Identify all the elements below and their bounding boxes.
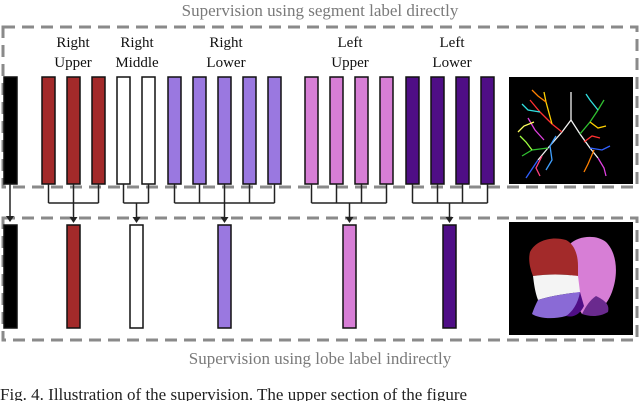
- group-labels: Right Upper Right Middle Right Lower Lef…: [54, 35, 471, 71]
- right-middle-segment-bar-2: [141, 76, 156, 185]
- top-title: Supervision using segment label directly: [182, 1, 459, 20]
- figure-caption: Fig. 4. Illustration of the supervision.…: [0, 385, 467, 401]
- right-upper-segment-bar-2: [66, 76, 81, 185]
- lobe-supervision-box: [1, 216, 639, 342]
- segment-bars: [41, 76, 495, 185]
- right-lower-segment-bar-3: [217, 76, 232, 185]
- background-bar-bottom: [3, 224, 18, 329]
- left-upper-segment-bar-3: [354, 76, 369, 185]
- left-lower-segment-bar-1: [405, 76, 420, 185]
- lung-lobes-image: [509, 222, 633, 335]
- right-upper-segment-bar-3: [91, 76, 106, 185]
- label-left-lower-line2: Lower: [432, 55, 471, 71]
- left-upper-connector-arrowhead: [345, 217, 354, 223]
- label-right-upper-line2: Upper: [54, 55, 92, 71]
- right-upper-lobe-bar: [66, 224, 81, 329]
- lung-lobes: [529, 236, 616, 319]
- right-middle-connector-arrowhead: [132, 217, 141, 223]
- label-right-lower-line2: Lower: [206, 55, 245, 71]
- label-left-upper-line2: Upper: [331, 55, 369, 71]
- bottom-title: Supervision using lobe label indirectly: [189, 349, 452, 368]
- left-upper-segment-bar-1: [304, 76, 319, 185]
- right-middle-segment-bar-1: [116, 76, 131, 185]
- left-lower-connector-arrowhead: [445, 217, 454, 223]
- left-lower-segment-bar-4: [480, 76, 495, 185]
- right-lower-segment-bar-1: [167, 76, 182, 185]
- left-upper-lobe-bar: [342, 224, 357, 329]
- right-lower-segment-bar-2: [192, 76, 207, 185]
- label-right-middle-line2: Middle: [115, 55, 159, 71]
- right-upper-connector-arrowhead: [69, 217, 78, 223]
- left-lower-segment-bar-2: [430, 76, 445, 185]
- label-left-upper-line1: Left: [338, 35, 364, 51]
- segment-supervision-box: [1, 25, 639, 189]
- airway-tree: [517, 89, 611, 179]
- background-arrowhead: [6, 216, 14, 222]
- right-lower-lobe-bar: [217, 224, 232, 329]
- lobe-bars: [66, 224, 457, 329]
- airway-segments-image: [509, 77, 633, 184]
- right-middle-lobe-bar: [129, 224, 144, 329]
- label-left-lower-line1: Left: [440, 35, 466, 51]
- label-right-middle-line1: Right: [120, 35, 154, 51]
- right-lower-segment-bar-4: [242, 76, 257, 185]
- right-upper-segment-bar-1: [41, 76, 56, 185]
- group-connectors: [47, 184, 489, 223]
- label-right-upper-line1: Right: [56, 35, 90, 51]
- left-lower-segment-bar-3: [455, 76, 470, 185]
- left-lower-lobe-bar: [442, 224, 457, 329]
- left-upper-segment-bar-2: [329, 76, 344, 185]
- right-lower-segment-bar-5: [267, 76, 282, 185]
- background-bar-top: [3, 76, 18, 185]
- right-lower-connector-arrowhead: [220, 217, 229, 223]
- label-right-lower-line1: Right: [209, 35, 243, 51]
- left-upper-segment-bar-4: [379, 76, 394, 185]
